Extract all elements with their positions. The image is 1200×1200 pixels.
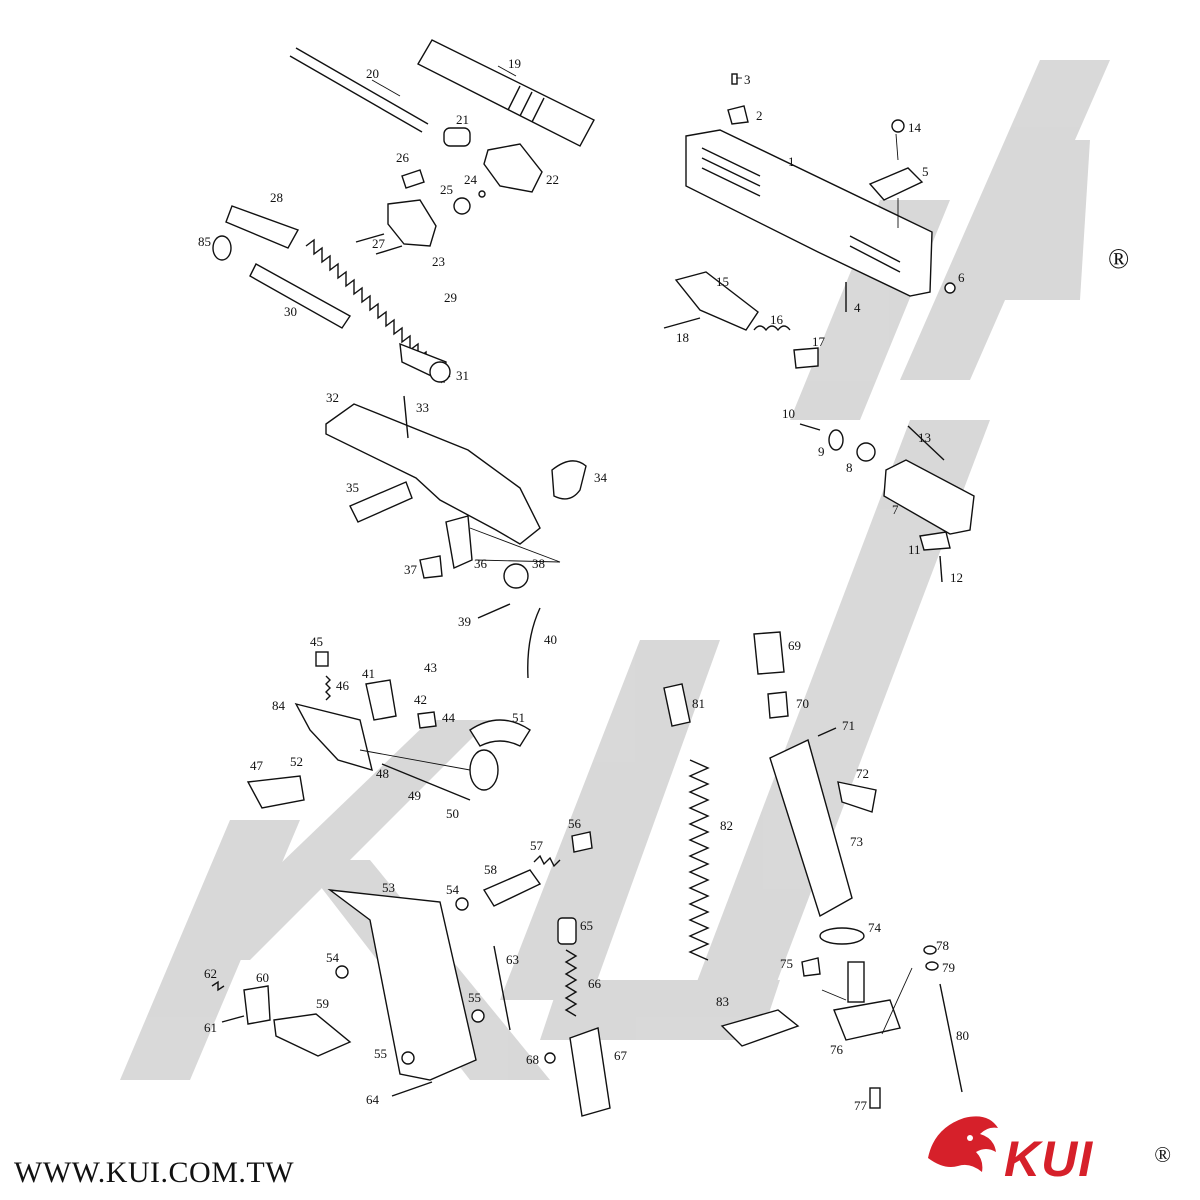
label-1: 1: [788, 154, 795, 169]
label-47: 47: [250, 758, 264, 773]
website-url[interactable]: WWW.KUI.COM.TW: [14, 1156, 295, 1189]
label-63: 63: [506, 952, 519, 967]
label-10: 10: [782, 406, 795, 421]
label-18: 18: [676, 330, 689, 345]
label-37: 37: [404, 562, 418, 577]
label-64: 64: [366, 1092, 380, 1107]
label-82: 82: [720, 818, 733, 833]
label-43: 43: [424, 660, 437, 675]
label-71: 71: [842, 718, 855, 733]
label-78: 78: [936, 938, 949, 953]
label-54b: 54: [326, 950, 340, 965]
label-8: 8: [846, 460, 853, 475]
label-2: 2: [756, 108, 763, 123]
label-70: 70: [796, 696, 809, 711]
label-24: 24: [464, 172, 478, 187]
label-72: 72: [856, 766, 869, 781]
label-48: 48: [376, 766, 389, 781]
label-84: 84: [272, 698, 286, 713]
label-34: 34: [594, 470, 608, 485]
label-32: 32: [326, 390, 339, 405]
registered-mark: ®: [1108, 244, 1130, 275]
label-17: 17: [812, 334, 826, 349]
label-12: 12: [950, 570, 963, 585]
label-26: 26: [396, 150, 410, 165]
label-73: 73: [850, 834, 863, 849]
label-45: 45: [310, 634, 323, 649]
label-3: 3: [744, 72, 751, 87]
label-52: 52: [290, 754, 303, 769]
part-labels: 1 2 3 4 5 6 7 8 9 10 11 12 13 14 15 16 1…: [198, 56, 969, 1113]
label-41: 41: [362, 666, 375, 681]
label-61: 61: [204, 1020, 217, 1035]
label-62: 62: [204, 966, 217, 981]
label-54a: 54: [446, 882, 460, 897]
label-7: 7: [892, 502, 899, 517]
label-29: 29: [444, 290, 457, 305]
label-4: 4: [854, 300, 861, 315]
label-6: 6: [958, 270, 965, 285]
label-81: 81: [692, 696, 705, 711]
label-42: 42: [414, 692, 427, 707]
label-40: 40: [544, 632, 557, 647]
label-30: 30: [284, 304, 297, 319]
part-drawings: [211, 39, 975, 1117]
leader-lines: [359, 65, 913, 1035]
label-5: 5: [922, 164, 929, 179]
label-28: 28: [270, 190, 283, 205]
label-15: 15: [716, 274, 729, 289]
label-14: 14: [908, 120, 922, 135]
label-25: 25: [440, 182, 453, 197]
label-9: 9: [818, 444, 825, 459]
label-33: 33: [416, 400, 429, 415]
label-11: 11: [908, 542, 921, 557]
lion-head-icon: [928, 1116, 998, 1172]
label-53: 53: [382, 880, 395, 895]
label-57: 57: [530, 838, 544, 853]
label-31: 31: [456, 368, 469, 383]
label-49: 49: [408, 788, 421, 803]
label-68: 68: [526, 1052, 539, 1067]
brand-registered-mark: ®: [1154, 1142, 1171, 1167]
label-67: 67: [614, 1048, 628, 1063]
label-50: 50: [446, 806, 459, 821]
label-76: 76: [830, 1042, 844, 1057]
label-77: 77: [854, 1098, 868, 1113]
label-44: 44: [442, 710, 456, 725]
label-58: 58: [484, 862, 497, 877]
label-13: 13: [918, 430, 931, 445]
label-85: 85: [198, 234, 211, 249]
label-83: 83: [716, 994, 729, 1009]
label-55b: 55: [374, 1046, 387, 1061]
label-46: 46: [336, 678, 350, 693]
label-79: 79: [942, 960, 955, 975]
label-36: 36: [474, 556, 488, 571]
label-22: 22: [546, 172, 559, 187]
label-69: 69: [788, 638, 801, 653]
label-56: 56: [568, 816, 582, 831]
label-20: 20: [366, 66, 379, 81]
label-39: 39: [458, 614, 471, 629]
label-19: 19: [508, 56, 521, 71]
label-80: 80: [956, 1028, 969, 1043]
label-66: 66: [588, 976, 602, 991]
label-21: 21: [456, 112, 469, 127]
label-60: 60: [256, 970, 269, 985]
label-75: 75: [780, 956, 793, 971]
label-27: 27: [372, 236, 386, 251]
label-55a: 55: [468, 990, 481, 1005]
label-65: 65: [580, 918, 593, 933]
label-59: 59: [316, 996, 329, 1011]
brand-logo: KUI ®: [918, 1108, 1188, 1188]
label-38: 38: [532, 556, 545, 571]
label-74: 74: [868, 920, 882, 935]
label-23: 23: [432, 254, 445, 269]
label-51: 51: [512, 710, 525, 725]
brand-wordmark: KUI: [1004, 1131, 1094, 1187]
label-35: 35: [346, 480, 359, 495]
label-16: 16: [770, 312, 784, 327]
